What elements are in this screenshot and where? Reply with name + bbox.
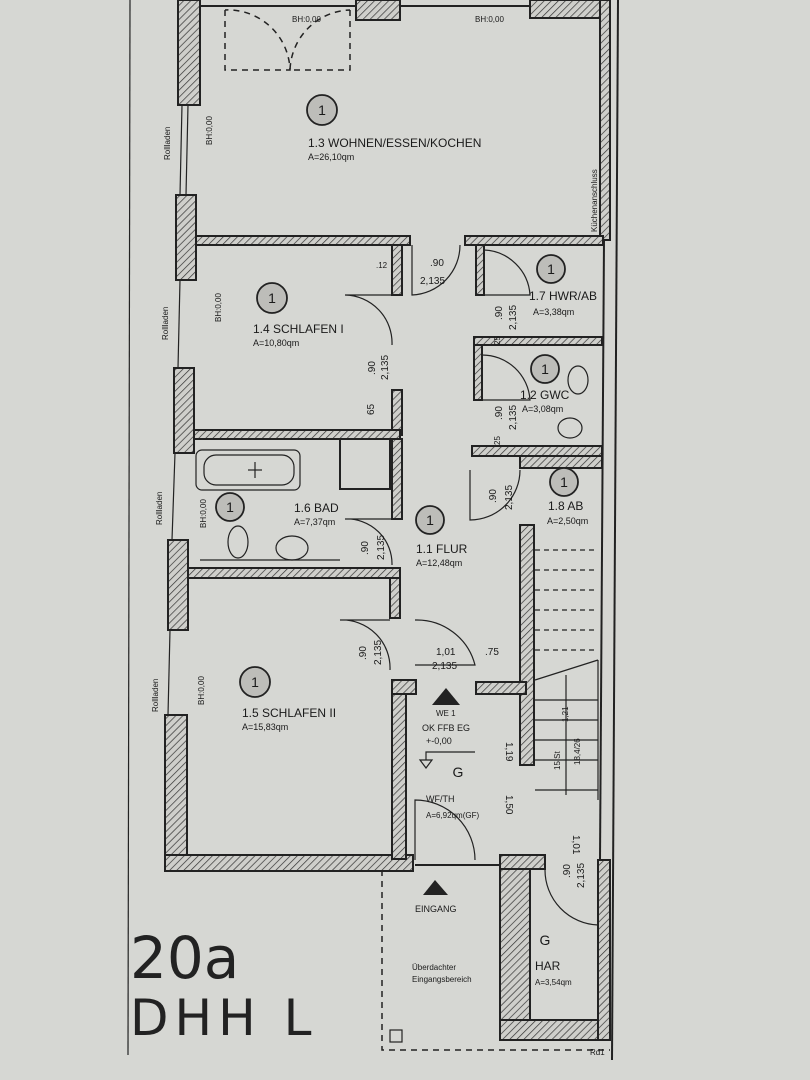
shutter-label: Rollladen xyxy=(151,679,160,712)
room-badge-label: 1 xyxy=(318,102,326,118)
dimension-label: 1,50 xyxy=(503,795,514,815)
room-name: 1.2 GWC xyxy=(520,388,570,402)
dimension-label: .90 xyxy=(494,306,505,320)
room-area: A=15,83qm xyxy=(242,722,288,732)
room-badge xyxy=(306,94,338,126)
room-area: A=12,48qm xyxy=(416,558,462,568)
dimension-label: 65 xyxy=(366,403,377,415)
dimension-label: 2,135 xyxy=(576,863,587,888)
corner-marker xyxy=(389,1029,403,1043)
dimension-label: 25 xyxy=(493,436,502,445)
room-name: 1.1 FLUR xyxy=(416,542,468,556)
shutter-label: Rollladen xyxy=(161,307,170,340)
dimension-label: .90 xyxy=(367,361,378,375)
annotations: BH:0,00 BH:0,00 BH:0,00 BH:0,00 BH:0,00 … xyxy=(151,15,599,712)
entrance-arrow-icon xyxy=(432,688,460,705)
dimension-label: 2,135 xyxy=(508,305,519,330)
room-badge-label: G xyxy=(453,764,464,780)
bathroom-fixtures xyxy=(195,365,589,561)
dimension-label: 1,19 xyxy=(503,742,514,762)
dimension-label: .90 xyxy=(488,489,499,503)
dimension-label: 1,01 xyxy=(570,835,581,855)
room-name: HAR xyxy=(535,959,561,973)
dimension-label: Rd1 xyxy=(590,1048,605,1057)
doors xyxy=(224,9,599,926)
dimension-label: 25 xyxy=(493,336,502,345)
boundary-line xyxy=(611,0,619,1061)
interior-walls xyxy=(187,235,611,1041)
house-type: DHH L xyxy=(130,989,317,1047)
room-area: A=10,80qm xyxy=(253,338,299,348)
room-badge-label: 1 xyxy=(426,512,434,528)
room-badge-label: 1 xyxy=(251,674,259,690)
dimension-label: 2,135 xyxy=(376,535,387,560)
dimension-label: 2,135 xyxy=(420,276,445,287)
covered-entrance-outline xyxy=(381,870,610,1051)
dimension-label: 2,135 xyxy=(432,661,457,672)
dimension-label: .90 xyxy=(562,864,573,878)
shutter-label: Rollladen xyxy=(163,127,172,160)
dimension-label: .90 xyxy=(360,541,371,555)
house-number: 20a xyxy=(130,924,239,992)
shutter-label: Rollladen xyxy=(155,492,164,525)
room-name: WF/TH xyxy=(426,794,455,804)
room-name: 1.7 HWR/AB xyxy=(529,289,597,303)
dimension-label: 15 St xyxy=(553,751,562,770)
dimension-label: .90 xyxy=(358,646,369,660)
room-badges: 1 1 1 1 1 1 1 1 G G xyxy=(215,94,579,948)
sill-height-label: BH:0,00 xyxy=(292,15,321,24)
exterior-walls xyxy=(164,0,611,872)
entrance-label: EINGANG xyxy=(415,904,457,914)
dimension-label: 2,135 xyxy=(508,405,519,430)
dimension-label: 1,01 xyxy=(436,647,456,658)
staircase xyxy=(534,549,599,800)
room-badge-label: 1 xyxy=(226,499,234,515)
room-labels: 1.3 WOHNEN/ESSEN/KOCHEN A=26,10qm 1.4 SC… xyxy=(242,136,597,987)
entrance-arrow-icon xyxy=(423,880,448,895)
dimensions: .90 2,135 .12 .90 2,135 65 .90 2,135 .90… xyxy=(358,258,605,1057)
sill-height-label: BH:0,00 xyxy=(205,116,214,145)
dimension-label: 2,135 xyxy=(504,485,515,510)
room-badge-label: 1 xyxy=(268,290,276,306)
dimension-label: 1,21 xyxy=(561,706,570,722)
room-badge-label: 1 xyxy=(560,474,568,490)
room-area: A=26,10qm xyxy=(308,152,354,162)
dimension-label: 2,135 xyxy=(373,640,384,665)
covered-entrance-label: Eingangsbereich xyxy=(412,975,472,984)
level-label: WE 1 xyxy=(436,709,456,718)
room-area: A=3,38qm xyxy=(533,307,574,317)
room-area: A=3,54qm xyxy=(535,978,572,987)
level-label: OK FFB EG xyxy=(422,723,470,733)
level-marker-icon xyxy=(418,751,475,769)
room-area: A=6,92qm(GF) xyxy=(426,811,479,820)
dimension-label: .90 xyxy=(430,258,444,269)
room-area: A=2,50qm xyxy=(547,516,588,526)
dimension-label: 18,4/26 xyxy=(573,738,582,765)
sheet-border xyxy=(127,0,131,1056)
room-badge-label: 1 xyxy=(547,261,555,277)
dimension-label: 2,135 xyxy=(380,355,391,380)
room-name: 1.4 SCHLAFEN I xyxy=(253,322,344,336)
room-name: 1.8 AB xyxy=(548,499,583,513)
covered-entrance-label: Überdachter xyxy=(412,963,456,972)
room-name: 1.6 BAD xyxy=(294,501,339,515)
kitchen-connection-label: Küchenanschluss xyxy=(590,169,599,232)
room-badge-label: G xyxy=(540,932,551,948)
dimension-label: .75 xyxy=(485,647,499,658)
room-badge-label: 1 xyxy=(541,361,549,377)
sill-height-label: BH:0,00 xyxy=(197,676,206,705)
sill-height-label: BH:0,00 xyxy=(475,15,504,24)
level-label: +-0,00 xyxy=(426,736,452,746)
dimension-label: .90 xyxy=(494,406,505,420)
room-area: A=7,37qm xyxy=(294,517,335,527)
room-name: 1.5 SCHLAFEN II xyxy=(242,706,336,720)
sill-height-label: BH:0,00 xyxy=(199,499,208,528)
room-area: A=3,08qm xyxy=(522,404,563,414)
dimension-label: .12 xyxy=(376,261,388,270)
sill-height-label: BH:0,00 xyxy=(214,293,223,322)
room-name: 1.3 WOHNEN/ESSEN/KOCHEN xyxy=(308,136,481,150)
